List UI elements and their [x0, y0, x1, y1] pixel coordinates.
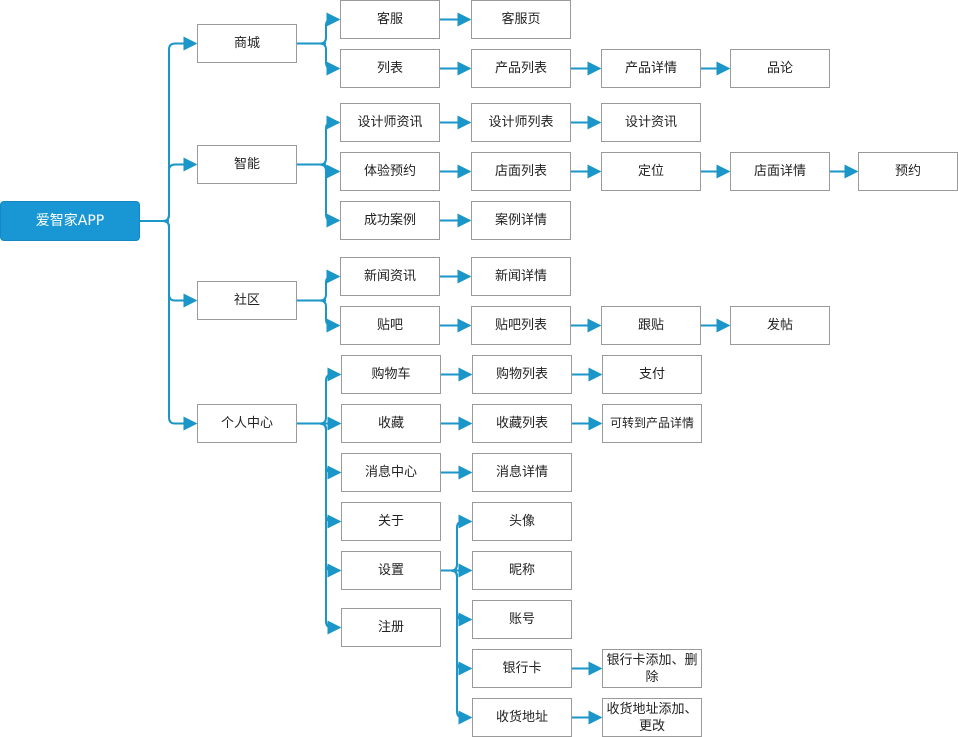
node-mall[interactable]: 商城	[197, 24, 297, 63]
connector-node-personal-to-node-register	[319, 422, 342, 635]
node-store-detail[interactable]: 店面详情	[730, 152, 830, 191]
node-design-news[interactable]: 设计资讯	[601, 103, 701, 142]
node-account[interactable]: 账号	[472, 600, 572, 639]
node-tieba[interactable]: 贴吧	[340, 306, 440, 345]
node-designer-news[interactable]: 设计师资讯	[340, 103, 440, 142]
connector-node-mall-to-node-liebiao	[319, 42, 341, 76]
connector-node-settings-to-node-address	[450, 569, 473, 725]
connector-node-settings-to-node-avatar	[450, 514, 473, 572]
connector-root-node-app-to-node-personal	[162, 220, 198, 431]
node-smart[interactable]: 智能	[197, 145, 297, 184]
node-pinlun[interactable]: 品论	[730, 49, 830, 88]
node-chanpindetail[interactable]: 产品详情	[601, 49, 701, 88]
node-settings[interactable]: 设置	[341, 551, 441, 590]
node-news-detail[interactable]: 新闻详情	[471, 257, 571, 296]
node-location[interactable]: 定位	[601, 152, 701, 191]
node-bankcard-op[interactable]: 银行卡添加、删除	[602, 649, 702, 688]
node-address[interactable]: 收货地址	[472, 698, 572, 737]
connector-root-node-app-to-node-smart	[162, 157, 198, 222]
connector-node-smart-to-node-success-case	[319, 163, 341, 228]
node-bankcard[interactable]: 银行卡	[472, 649, 572, 688]
node-community[interactable]: 社区	[197, 281, 297, 320]
node-reserve[interactable]: 预约	[858, 152, 958, 191]
node-to-product[interactable]: 可转到产品详情	[602, 404, 702, 443]
node-tieba-list[interactable]: 贴吧列表	[471, 306, 571, 345]
connector-node-community-to-node-news	[319, 269, 341, 302]
node-message[interactable]: 消息中心	[341, 453, 441, 492]
node-experience[interactable]: 体验预约	[340, 152, 440, 191]
node-success-case[interactable]: 成功案例	[340, 201, 440, 240]
node-avatar[interactable]: 头像	[472, 502, 572, 541]
connector-node-settings-to-node-account	[450, 569, 473, 627]
connector-node-smart-to-node-designer-news	[319, 115, 341, 166]
node-kefu[interactable]: 客服	[340, 0, 440, 39]
node-store-list[interactable]: 店面列表	[471, 152, 571, 191]
root-node-app[interactable]: 爱智家APP	[0, 201, 140, 241]
connector-node-mall-to-node-kefu	[319, 12, 341, 45]
connector-root-node-app-to-node-mall	[162, 36, 198, 222]
connector-node-personal-to-node-message	[319, 422, 342, 480]
node-fatie[interactable]: 发帖	[730, 306, 830, 345]
node-favorite[interactable]: 收藏	[341, 404, 441, 443]
node-chanpinlist[interactable]: 产品列表	[471, 49, 571, 88]
node-register[interactable]: 注册	[341, 608, 441, 647]
connector-node-personal-to-node-cart	[319, 367, 342, 425]
node-about[interactable]: 关于	[341, 502, 441, 541]
node-kefupage[interactable]: 客服页	[471, 0, 571, 39]
node-gentie[interactable]: 跟贴	[601, 306, 701, 345]
node-designer-list[interactable]: 设计师列表	[471, 103, 571, 142]
node-personal[interactable]: 个人中心	[197, 404, 297, 443]
node-news[interactable]: 新闻资讯	[340, 257, 440, 296]
node-liebiao[interactable]: 列表	[340, 49, 440, 88]
node-cart-list[interactable]: 购物列表	[472, 355, 572, 394]
node-message-detail[interactable]: 消息详情	[472, 453, 572, 492]
connector-node-personal-to-node-settings	[319, 422, 342, 578]
node-address-op[interactable]: 收货地址添加、更改	[602, 698, 702, 737]
node-pay[interactable]: 支付	[602, 355, 702, 394]
node-cart[interactable]: 购物车	[341, 355, 441, 394]
connector-root-node-app-to-node-community	[162, 220, 198, 308]
node-nickname[interactable]: 昵称	[472, 551, 572, 590]
node-case-detail[interactable]: 案例详情	[471, 201, 571, 240]
connector-node-community-to-node-tieba	[319, 299, 341, 333]
node-favorite-list[interactable]: 收藏列表	[472, 404, 572, 443]
